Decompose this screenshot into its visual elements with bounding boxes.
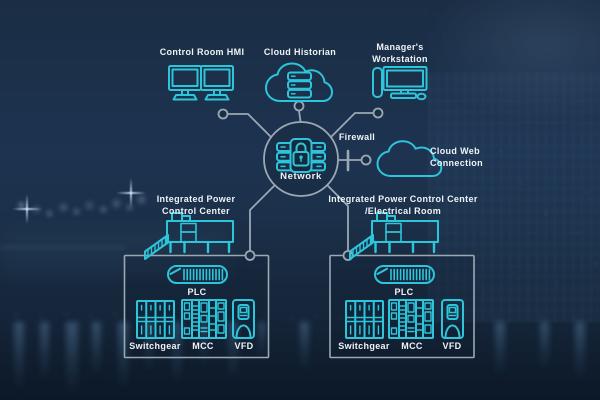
- ehouse-legs: [374, 240, 436, 254]
- plc-icon-left: [167, 265, 228, 284]
- switchgear-label-right: Switchgear: [338, 341, 390, 351]
- plc-label-left: PLC: [187, 287, 207, 297]
- mcc-label-right: MCC: [401, 341, 423, 351]
- ipcc-left-title: Integrated Power Control Center: [156, 194, 236, 216]
- ipcc-right-title: Integrated Power Control Center /Electri…: [328, 194, 478, 216]
- ehouse-icon-right: [349, 212, 439, 260]
- network-label: Network: [280, 171, 322, 182]
- connector-nodes: [217, 100, 384, 261]
- connector-node: [244, 250, 256, 261]
- ehouse-ramp: [349, 234, 374, 260]
- connector-node: [293, 100, 305, 112]
- vfd-icon-left: [232, 299, 255, 339]
- connector-line: [330, 112, 375, 138]
- mcc-label-left: MCC: [192, 341, 214, 351]
- vfd-label-left: VFD: [234, 341, 254, 351]
- connector-line: [249, 184, 276, 252]
- cloud-web-connection-label: Cloud Web Connection: [430, 146, 483, 168]
- connector-node: [372, 107, 384, 119]
- vfd-icon-right: [441, 299, 464, 339]
- dual-monitors-icon: [168, 65, 234, 101]
- desktop-computer-icon: [372, 66, 428, 101]
- control-room-hmi-label: Control Room HMI: [159, 47, 245, 57]
- plc-label-right: PLC: [394, 287, 414, 297]
- ehouse-legs: [169, 240, 231, 254]
- ehouse-icon-left: [144, 212, 234, 260]
- ehouse-ramp: [144, 234, 169, 260]
- connector-node: [217, 108, 229, 120]
- lock-icon: [292, 142, 310, 167]
- mcc-icon-left: [181, 299, 227, 339]
- connector-line: [326, 184, 349, 252]
- switchgear-label-left: Switchgear: [129, 341, 181, 351]
- switchgear-icon-left: [136, 300, 175, 339]
- connector-node: [360, 154, 372, 166]
- vfd-label-right: VFD: [442, 341, 462, 351]
- connector-line: [298, 109, 302, 123]
- mcc-icon-right: [388, 299, 434, 339]
- server-lock-icon: [276, 138, 326, 173]
- database-slots: [290, 75, 296, 95]
- firewall-label: Firewall: [338, 132, 376, 142]
- cloud-historian-icon: [265, 62, 333, 102]
- managers-workstation-label: Manager's Workstation: [372, 42, 428, 64]
- switchgear-icon-right: [345, 300, 384, 339]
- connector-line: [226, 113, 272, 138]
- cloud-web-icon: [376, 140, 443, 177]
- cloud-historian-label: Cloud Historian: [263, 47, 337, 57]
- plc-icon-right: [374, 265, 435, 284]
- network-connectors: [226, 109, 375, 252]
